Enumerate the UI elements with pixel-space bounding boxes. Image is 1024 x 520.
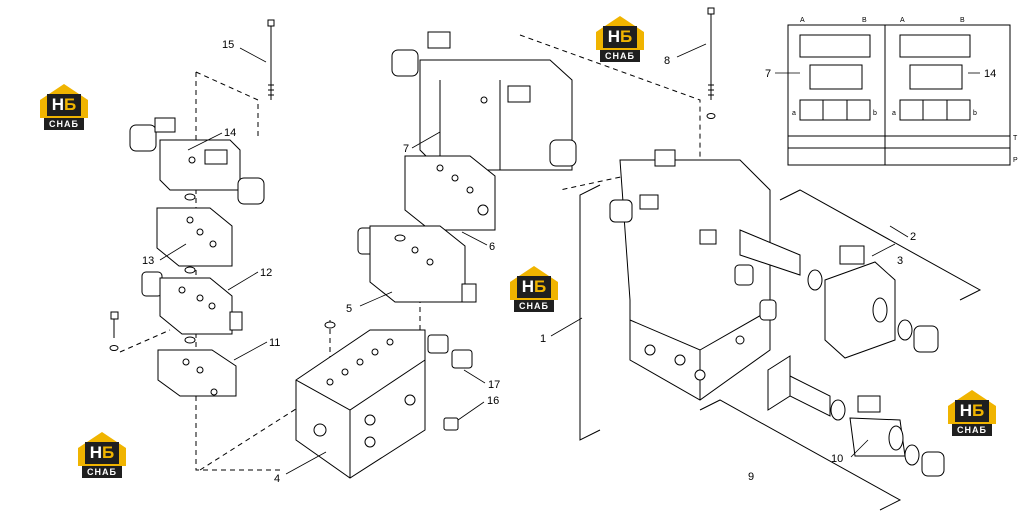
port-b-label: B bbox=[960, 17, 965, 24]
o-ring bbox=[184, 266, 196, 274]
solenoid-a-label: a bbox=[892, 110, 896, 117]
callout-15: 15 bbox=[222, 39, 234, 51]
hydraulic-schematic bbox=[787, 24, 1011, 166]
callout-13: 13 bbox=[142, 255, 154, 267]
bracket-1 bbox=[579, 184, 601, 441]
end-plate-11 bbox=[157, 349, 237, 397]
o-ring bbox=[807, 269, 823, 291]
callout-11: 11 bbox=[269, 337, 280, 349]
plug-16 bbox=[443, 417, 459, 431]
callout-14-schematic: 14 bbox=[984, 68, 996, 80]
solenoid-b-label: b bbox=[873, 110, 877, 117]
port-b-label: B bbox=[862, 17, 867, 24]
watermark-logo: HБ СНАБ bbox=[76, 430, 128, 480]
cartridge-valve bbox=[767, 355, 846, 421]
subplate-6 bbox=[404, 155, 496, 231]
callout-2: 2 bbox=[910, 231, 916, 243]
callout-1: 1 bbox=[540, 333, 546, 345]
watermark-logo: HБ СНАБ bbox=[508, 264, 560, 314]
callout-12: 12 bbox=[260, 267, 272, 279]
coil-3 bbox=[824, 245, 896, 359]
callout-3: 3 bbox=[897, 255, 903, 267]
o-ring bbox=[184, 336, 196, 344]
pressure-valve-5 bbox=[357, 225, 477, 303]
callout-7-schematic: 7 bbox=[765, 68, 771, 80]
bolt-8 bbox=[706, 7, 716, 119]
solenoid-a-label: a bbox=[792, 110, 796, 117]
valve-assembly-1 bbox=[609, 149, 801, 401]
watermark-logo: HБ СНАБ bbox=[946, 388, 998, 438]
callout-6: 6 bbox=[489, 241, 495, 253]
leader-lines bbox=[159, 43, 980, 475]
bolt-15 bbox=[267, 19, 275, 100]
callout-9: 9 bbox=[748, 471, 754, 483]
o-ring bbox=[184, 193, 196, 201]
bracket-2 bbox=[779, 189, 982, 301]
solenoid-b-label: b bbox=[973, 110, 977, 117]
directional-valve-14 bbox=[129, 117, 265, 205]
watermark-logo: HБ СНАБ bbox=[594, 14, 646, 64]
pressure-valve-12 bbox=[141, 271, 243, 335]
plug-17 bbox=[427, 334, 473, 369]
callout-5: 5 bbox=[346, 303, 352, 315]
callout-10: 10 bbox=[831, 453, 843, 465]
callout-7: 7 bbox=[403, 143, 409, 155]
port-t-label: T bbox=[1013, 135, 1018, 142]
callout-4: 4 bbox=[274, 473, 280, 485]
small-bolt bbox=[109, 311, 119, 351]
manifold-block-4 bbox=[295, 329, 426, 479]
coil-nut bbox=[913, 325, 939, 353]
coil-10 bbox=[849, 395, 906, 457]
directional-valve-7 bbox=[391, 31, 577, 171]
coil-nut bbox=[921, 451, 945, 477]
bracket-9 bbox=[699, 399, 902, 511]
o-ring bbox=[324, 321, 336, 329]
callout-16: 16 bbox=[487, 395, 499, 407]
o-ring bbox=[904, 444, 920, 466]
subplate-13 bbox=[156, 207, 233, 267]
callout-8: 8 bbox=[664, 55, 670, 67]
o-ring bbox=[897, 319, 913, 341]
callout-17: 17 bbox=[488, 379, 500, 391]
port-a-label: A bbox=[900, 17, 905, 24]
assembly-guide-lines-left bbox=[119, 71, 280, 471]
port-a-label: A bbox=[800, 17, 805, 24]
port-p-label: P bbox=[1013, 157, 1018, 164]
watermark-logo: HБ СНАБ bbox=[38, 82, 90, 132]
callout-14: 14 bbox=[224, 127, 236, 139]
